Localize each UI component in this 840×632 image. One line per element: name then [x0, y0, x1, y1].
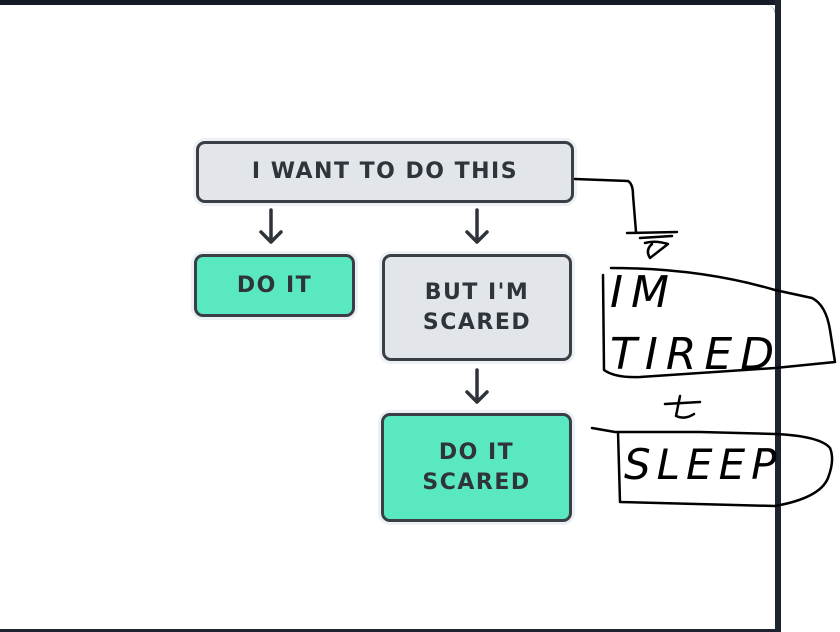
handwritten-text-sleep: SLEEP [624, 440, 783, 489]
box-but-im-scared: BUT I'M SCARED [382, 254, 572, 361]
box-i-want-to-do-this: I WANT TO DO THIS [196, 141, 574, 203]
handwritten-text-im-tired: IM TIRED [610, 267, 783, 380]
window-top-bar [0, 0, 781, 5]
box-do-it: DO IT [194, 254, 355, 317]
arrow-down-icon [259, 208, 283, 244]
handwritten-box-sleep-outline [590, 426, 834, 508]
window-bottom-bar [0, 629, 781, 632]
window-divider [775, 0, 781, 632]
arrow-down-icon [465, 368, 489, 404]
box-do-it-scared: DO IT SCARED [381, 413, 572, 522]
handwritten-box-im-tired-outline [601, 266, 837, 379]
handwritten-connector-line [573, 177, 679, 260]
arrow-down-icon [465, 208, 489, 244]
handwritten-plus-sign [663, 394, 702, 419]
